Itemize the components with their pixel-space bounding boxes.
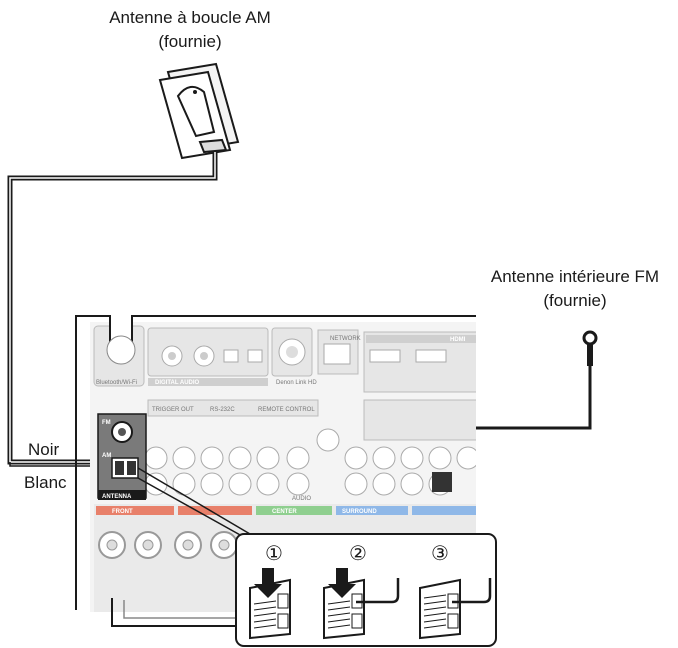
white-wire-label: Blanc: [24, 473, 67, 492]
fm-antenna-label-line2: (fournie): [543, 291, 607, 310]
am-port-label: AM: [102, 453, 111, 459]
am-antenna-cable: [7, 152, 218, 467]
svg-text:DIGITAL AUDIO: DIGITAL AUDIO: [155, 380, 200, 386]
fm-antenna-label: Antenne intérieure FM (fournie): [470, 265, 678, 313]
black-wire-label: Noir: [28, 440, 60, 459]
svg-text:AUDIO: AUDIO: [292, 496, 311, 502]
step-2-wire: [356, 578, 400, 604]
step-2-terminal: [323, 568, 400, 640]
antenna-section-label: ANTENNA: [102, 494, 132, 500]
terminal-inset: ① ② ③: [235, 533, 497, 647]
step-2-press-arrow: [328, 568, 356, 598]
fm-antenna-label-line1: Antenne intérieure FM: [490, 267, 660, 286]
step-3-terminal: [419, 578, 492, 640]
svg-text:FRONT: FRONT: [112, 509, 133, 515]
svg-text:CENTER: CENTER: [272, 509, 297, 515]
svg-text:RS-232C: RS-232C: [210, 407, 235, 413]
step-1-terminal: [249, 568, 291, 640]
step-1-press-arrow: [254, 568, 282, 598]
am-antenna-label-line1: Antenne à boucle AM: [109, 8, 271, 27]
am-antenna-label: Antenne à boucle AM (fournie): [40, 6, 340, 54]
zoom-leader-lines: [137, 467, 251, 537]
svg-text:Bluetooth/Wi-Fi: Bluetooth/Wi-Fi: [96, 380, 137, 386]
am-antenna-label-line2: (fournie): [158, 32, 222, 51]
svg-text:SURROUND: SURROUND: [342, 509, 377, 515]
svg-text:TRIGGER OUT: TRIGGER OUT: [152, 407, 194, 413]
antenna-terminal-block: ANTENNA FM AM: [97, 413, 147, 500]
svg-text:NETWORK: NETWORK: [330, 336, 361, 342]
fm-port-label: FM: [102, 420, 111, 426]
step-3-number: ③: [431, 541, 449, 565]
step-3-wire: [452, 578, 492, 604]
step-2-number: ②: [349, 541, 367, 565]
am-loop-antenna: [158, 62, 240, 160]
step-1-number: ①: [265, 541, 283, 565]
svg-text:HDMI: HDMI: [450, 337, 466, 343]
svg-text:Denon Link HD: Denon Link HD: [276, 380, 317, 386]
svg-text:REMOTE CONTROL: REMOTE CONTROL: [258, 407, 315, 413]
